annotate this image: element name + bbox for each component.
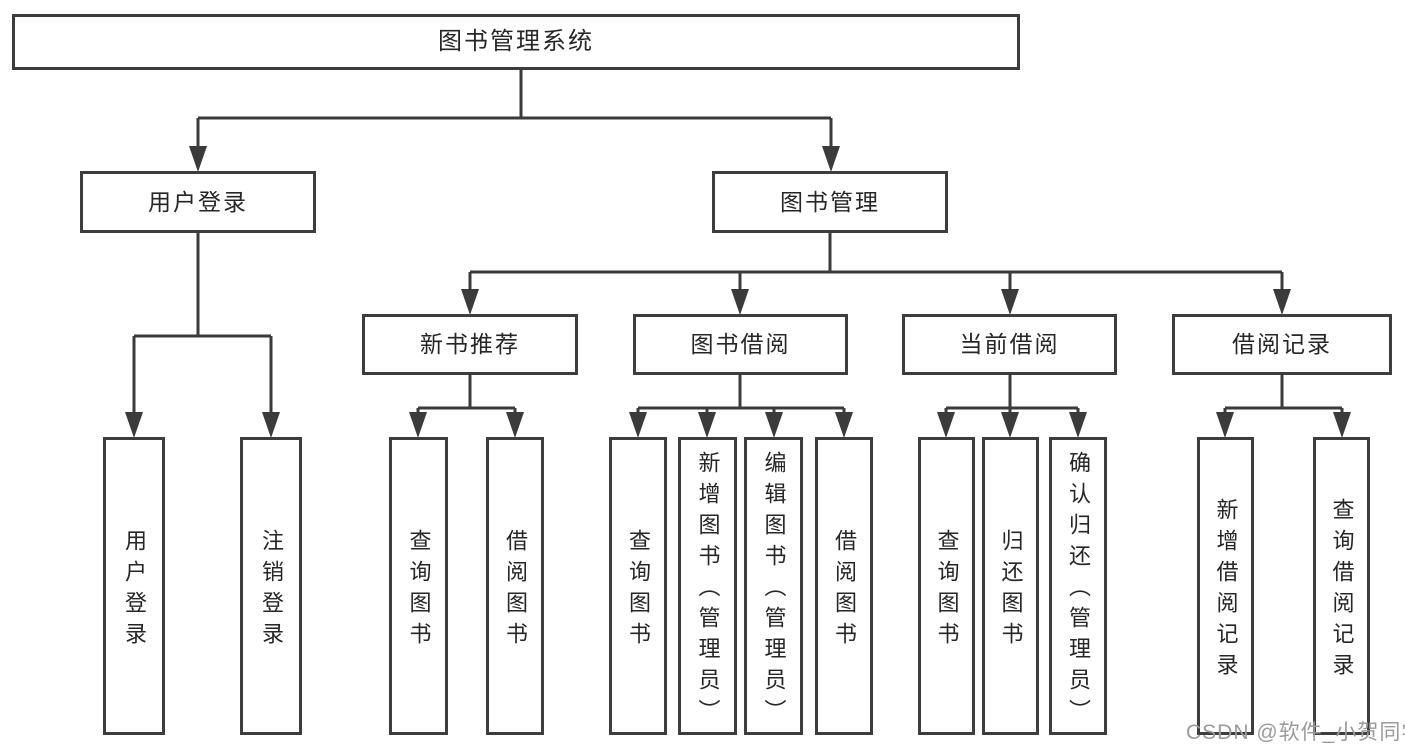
arrowhead-icon — [1216, 412, 1234, 438]
arrowhead-icon — [409, 412, 427, 438]
edge-book-borrow-to-leaves — [638, 375, 844, 410]
leaf-label: 借阅图书 — [503, 528, 528, 653]
node-book-management: 图书管理 — [712, 171, 948, 233]
arrowhead-icon — [698, 412, 716, 438]
arrowhead-icon — [262, 412, 280, 438]
node-label: 借阅记录 — [1232, 331, 1332, 357]
arrowhead-icon — [835, 412, 853, 438]
leaf-label: 查询图书 — [934, 528, 960, 653]
arrowhead-icon — [822, 146, 840, 172]
node-current-borrow: 当前借阅 — [902, 314, 1117, 375]
leaf-label: 归还图书 — [998, 528, 1024, 653]
leaf-confirm-return-admin: 确认归还（管理员） — [1049, 437, 1107, 735]
edge-new-book-to-leaves — [418, 375, 515, 410]
arrowhead-icon — [125, 412, 143, 438]
arrowhead-icon — [765, 412, 783, 438]
leaf-user-login: 用户登录 — [103, 437, 165, 735]
node-label: 用户登录 — [148, 188, 248, 215]
leaf-label: 用户登录 — [122, 528, 147, 653]
node-label: 图书管理 — [780, 188, 880, 215]
leaf-query-books-borrow: 查询图书 — [609, 437, 667, 735]
node-user-login: 用户登录 — [80, 171, 316, 233]
arrowhead-icon — [1333, 412, 1351, 438]
edge-root-to-branches — [198, 70, 831, 120]
leaf-borrow-books: 借阅图书 — [815, 437, 873, 735]
leaf-label: 查询借阅记录 — [1329, 497, 1355, 684]
leaf-label: 编辑图书（管理员） — [761, 451, 787, 730]
node-borrow-records: 借阅记录 — [1172, 314, 1392, 375]
arrowhead-icon — [1273, 289, 1291, 315]
arrowhead-icon — [629, 412, 647, 438]
leaf-label: 确认归还（管理员） — [1066, 451, 1091, 730]
leaf-query-books-recommend: 查询图书 — [389, 437, 448, 735]
arrowhead-icon — [1001, 289, 1019, 315]
node-label: 新书推荐 — [420, 331, 520, 357]
node-new-book-recommend: 新书推荐 — [362, 314, 578, 375]
arrowhead-icon — [189, 146, 207, 172]
edge-borrow-records-to-leaves — [1225, 375, 1342, 410]
leaf-add-borrow-record: 新增借阅记录 — [1197, 437, 1254, 735]
arrowhead-icon — [506, 412, 524, 438]
leaf-return-book: 归还图书 — [982, 437, 1039, 735]
arrowhead-icon — [1001, 412, 1019, 438]
leaf-borrow-books-recommend: 借阅图书 — [486, 437, 544, 735]
node-label: 图书借阅 — [690, 331, 791, 357]
arrowhead-icon — [1069, 412, 1087, 438]
edge-current-borrow-to-leaves — [946, 375, 1078, 410]
leaf-edit-book-admin: 编辑图书（管理员） — [744, 437, 803, 735]
node-label: 当前借阅 — [959, 331, 1060, 357]
arrowheads — [125, 146, 1351, 438]
leaf-label: 查询图书 — [626, 528, 651, 653]
leaf-query-books-current: 查询图书 — [918, 437, 975, 735]
arrowhead-icon — [461, 289, 479, 315]
csdn-watermark: CSDN @软件_小贺同学 — [1186, 721, 1405, 744]
edge-user-login-to-leaves — [134, 233, 271, 338]
leaf-query-borrow-record: 查询借阅记录 — [1313, 437, 1370, 735]
arrowhead-icon — [937, 412, 955, 438]
node-book-borrow: 图书借阅 — [633, 314, 848, 375]
node-label: 图书管理系统 — [438, 28, 594, 55]
leaf-logout: 注销登录 — [240, 437, 302, 735]
edge-book-management-to-modules — [470, 233, 1282, 274]
leaf-label: 新增图书（管理员） — [695, 451, 721, 730]
node-library-system: 图书管理系统 — [12, 14, 1020, 70]
leaf-label: 新增借阅记录 — [1213, 497, 1239, 684]
leaf-label: 借阅图书 — [832, 528, 857, 653]
leaf-add-book-admin: 新增图书（管理员） — [678, 437, 737, 735]
leaf-label: 注销登录 — [259, 528, 284, 653]
leaf-label: 查询图书 — [406, 528, 432, 653]
arrowhead-icon — [731, 289, 749, 315]
